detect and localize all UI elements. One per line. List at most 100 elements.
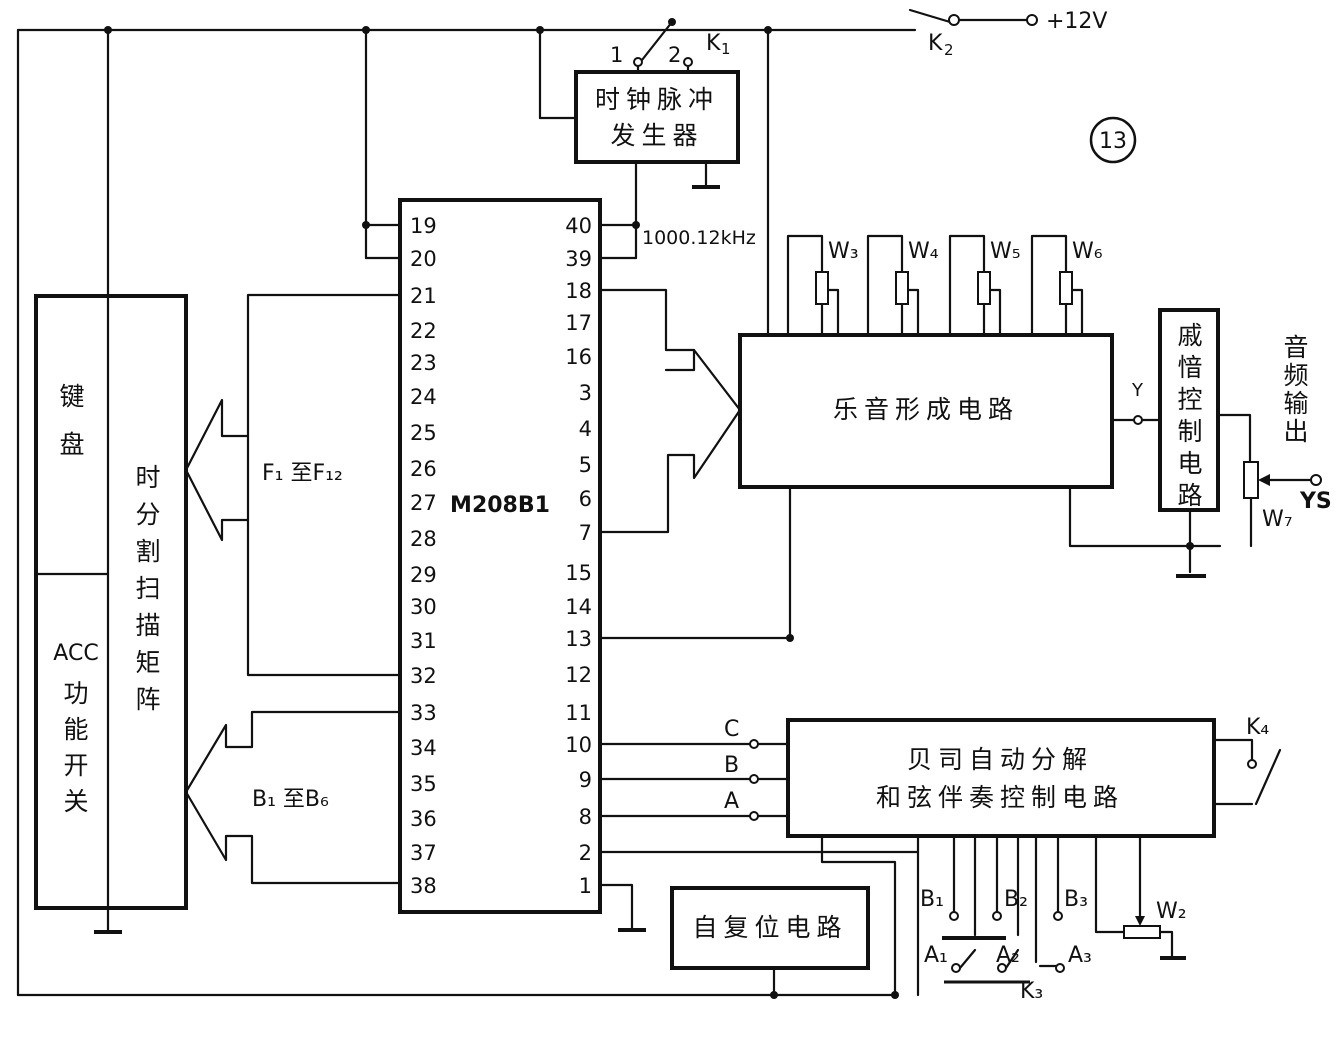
scan-matrix-glyph: 阵 (135, 685, 160, 714)
chip-pin-16: 16 (565, 345, 592, 369)
chord-input-a: A (724, 789, 739, 814)
chip-pin-13: 13 (565, 627, 592, 651)
reverb-output-wire (1216, 413, 1252, 464)
tone-pot-6[interactable] (1030, 234, 1084, 337)
chip-pin-23: 23 (410, 351, 437, 375)
clock-frequency: 1000.12kHz (642, 227, 756, 249)
k3-label: K₃ (1020, 979, 1043, 1004)
reverb-control-glyph: 戚 (1177, 321, 1202, 350)
chip-pin-38: 38 (410, 874, 437, 898)
k2-switch[interactable] (908, 8, 1038, 26)
tone-pot-4[interactable] (866, 234, 920, 337)
acc-function-glyph: 能 (63, 715, 88, 744)
keyboard-box (34, 294, 188, 910)
chip-pin-25: 25 (410, 421, 437, 445)
chip-pin-30: 30 (410, 595, 437, 619)
chip-pin-35: 35 (410, 772, 437, 796)
chip-pin-27: 27 (410, 491, 437, 515)
clock-line1: 时钟脉冲 (595, 85, 719, 114)
chip-pin-40: 40 (565, 214, 592, 238)
chip-pin-3: 3 (579, 381, 592, 405)
clock-line2: 发生器 (610, 121, 703, 150)
scan-matrix-glyph: 割 (135, 537, 160, 566)
tone-pot-5[interactable] (948, 234, 1002, 337)
chip-pin-15: 15 (565, 561, 592, 585)
tone-pot-label-4: W₄ (908, 239, 939, 264)
chip-pin-37: 37 (410, 841, 437, 865)
acc-function-glyph: 关 (63, 787, 88, 816)
chip-pin-4: 4 (579, 417, 592, 441)
chord-bottom-terminals (916, 834, 1065, 997)
chip-m208b1 (398, 198, 602, 914)
tone-pot-label-3: W₃ (828, 239, 859, 264)
scan-matrix-glyph: 矩 (135, 648, 160, 677)
tone-pot-3[interactable] (786, 234, 840, 337)
scan-matrix-glyph: 时 (135, 463, 160, 492)
audio-output-glyph: 出 (1283, 417, 1308, 446)
chip-pin-31: 31 (410, 629, 437, 653)
k2-sub-label: 2 (944, 41, 954, 59)
chip-pin-20: 20 (410, 247, 437, 271)
chip-pin-34: 34 (410, 736, 437, 760)
reverb-control-glyph: 制 (1177, 417, 1202, 446)
chip-pin-29: 29 (410, 563, 437, 587)
figure-number-circle (1089, 116, 1137, 164)
acc-label: ACC (53, 641, 98, 666)
chord-ground-wire (820, 834, 897, 997)
k1-label: K (706, 31, 721, 56)
chord-control-box (786, 718, 1216, 838)
b1-terminal-label: B₁ (920, 887, 944, 912)
chip-pin-17: 17 (565, 311, 592, 335)
chip-pin-32: 32 (410, 664, 437, 688)
k2-label: K (928, 31, 943, 56)
supply-voltage-label: +12V (1046, 9, 1107, 34)
k4-label: K₄ (1246, 715, 1269, 740)
w7-potentiometer[interactable] (1243, 461, 1259, 499)
scan-matrix-glyph: 描 (135, 611, 160, 640)
chip-pin-36: 36 (410, 807, 437, 831)
chip-pin-24: 24 (410, 385, 437, 409)
chord-inputs (598, 739, 790, 821)
tone-output-y-label: Y (1131, 380, 1144, 401)
reverb-control-glyph: 控 (1177, 385, 1202, 414)
tone-pot-label-6: W₆ (1072, 239, 1103, 264)
a1-terminal-label: A₁ (924, 943, 948, 968)
tone-pot-label-5: W₅ (990, 239, 1021, 264)
audio-output-glyph: 音 (1283, 333, 1308, 362)
clock-generator-box (574, 70, 740, 164)
reverb-control-box (1158, 308, 1220, 512)
chip-pin-1: 1 (579, 874, 592, 898)
audio-output-glyph: 频 (1283, 361, 1308, 390)
reverb-control-glyph: 路 (1177, 481, 1202, 510)
ys-label: YS (1299, 489, 1332, 514)
figure-number: 13 (1099, 129, 1127, 154)
a2-terminal-label: A₂ (996, 943, 1020, 968)
k1-sub-label: 1 (721, 40, 731, 58)
keyboard-glyph: 盘 (59, 430, 84, 459)
keyboard-label-glyphs: 键盘 (59, 382, 84, 459)
chip-pin-33: 33 (410, 701, 437, 725)
chip-pin-8: 8 (579, 805, 592, 829)
chip-pin-12: 12 (565, 663, 592, 687)
power-rail (16, 18, 917, 997)
chip-pin-9: 9 (579, 768, 592, 792)
a3-terminal-label: A₃ (1068, 943, 1092, 968)
reset-circuit-box (670, 886, 870, 970)
w2-potentiometer[interactable] (1094, 834, 1186, 960)
chord-input-c: C (724, 717, 739, 742)
b-bus (184, 710, 402, 885)
k4-switch[interactable] (1212, 738, 1282, 806)
chip-pin-39: 39 (565, 247, 592, 271)
tone-circuit-label: 乐音形成电路 (833, 395, 1019, 424)
b2-terminal-label: B₂ (1004, 887, 1028, 912)
w2-label: W₂ (1156, 899, 1187, 924)
keyboard-glyph: 键 (59, 382, 84, 411)
f-bus-label: F₁ 至F₁₂ (262, 461, 343, 486)
